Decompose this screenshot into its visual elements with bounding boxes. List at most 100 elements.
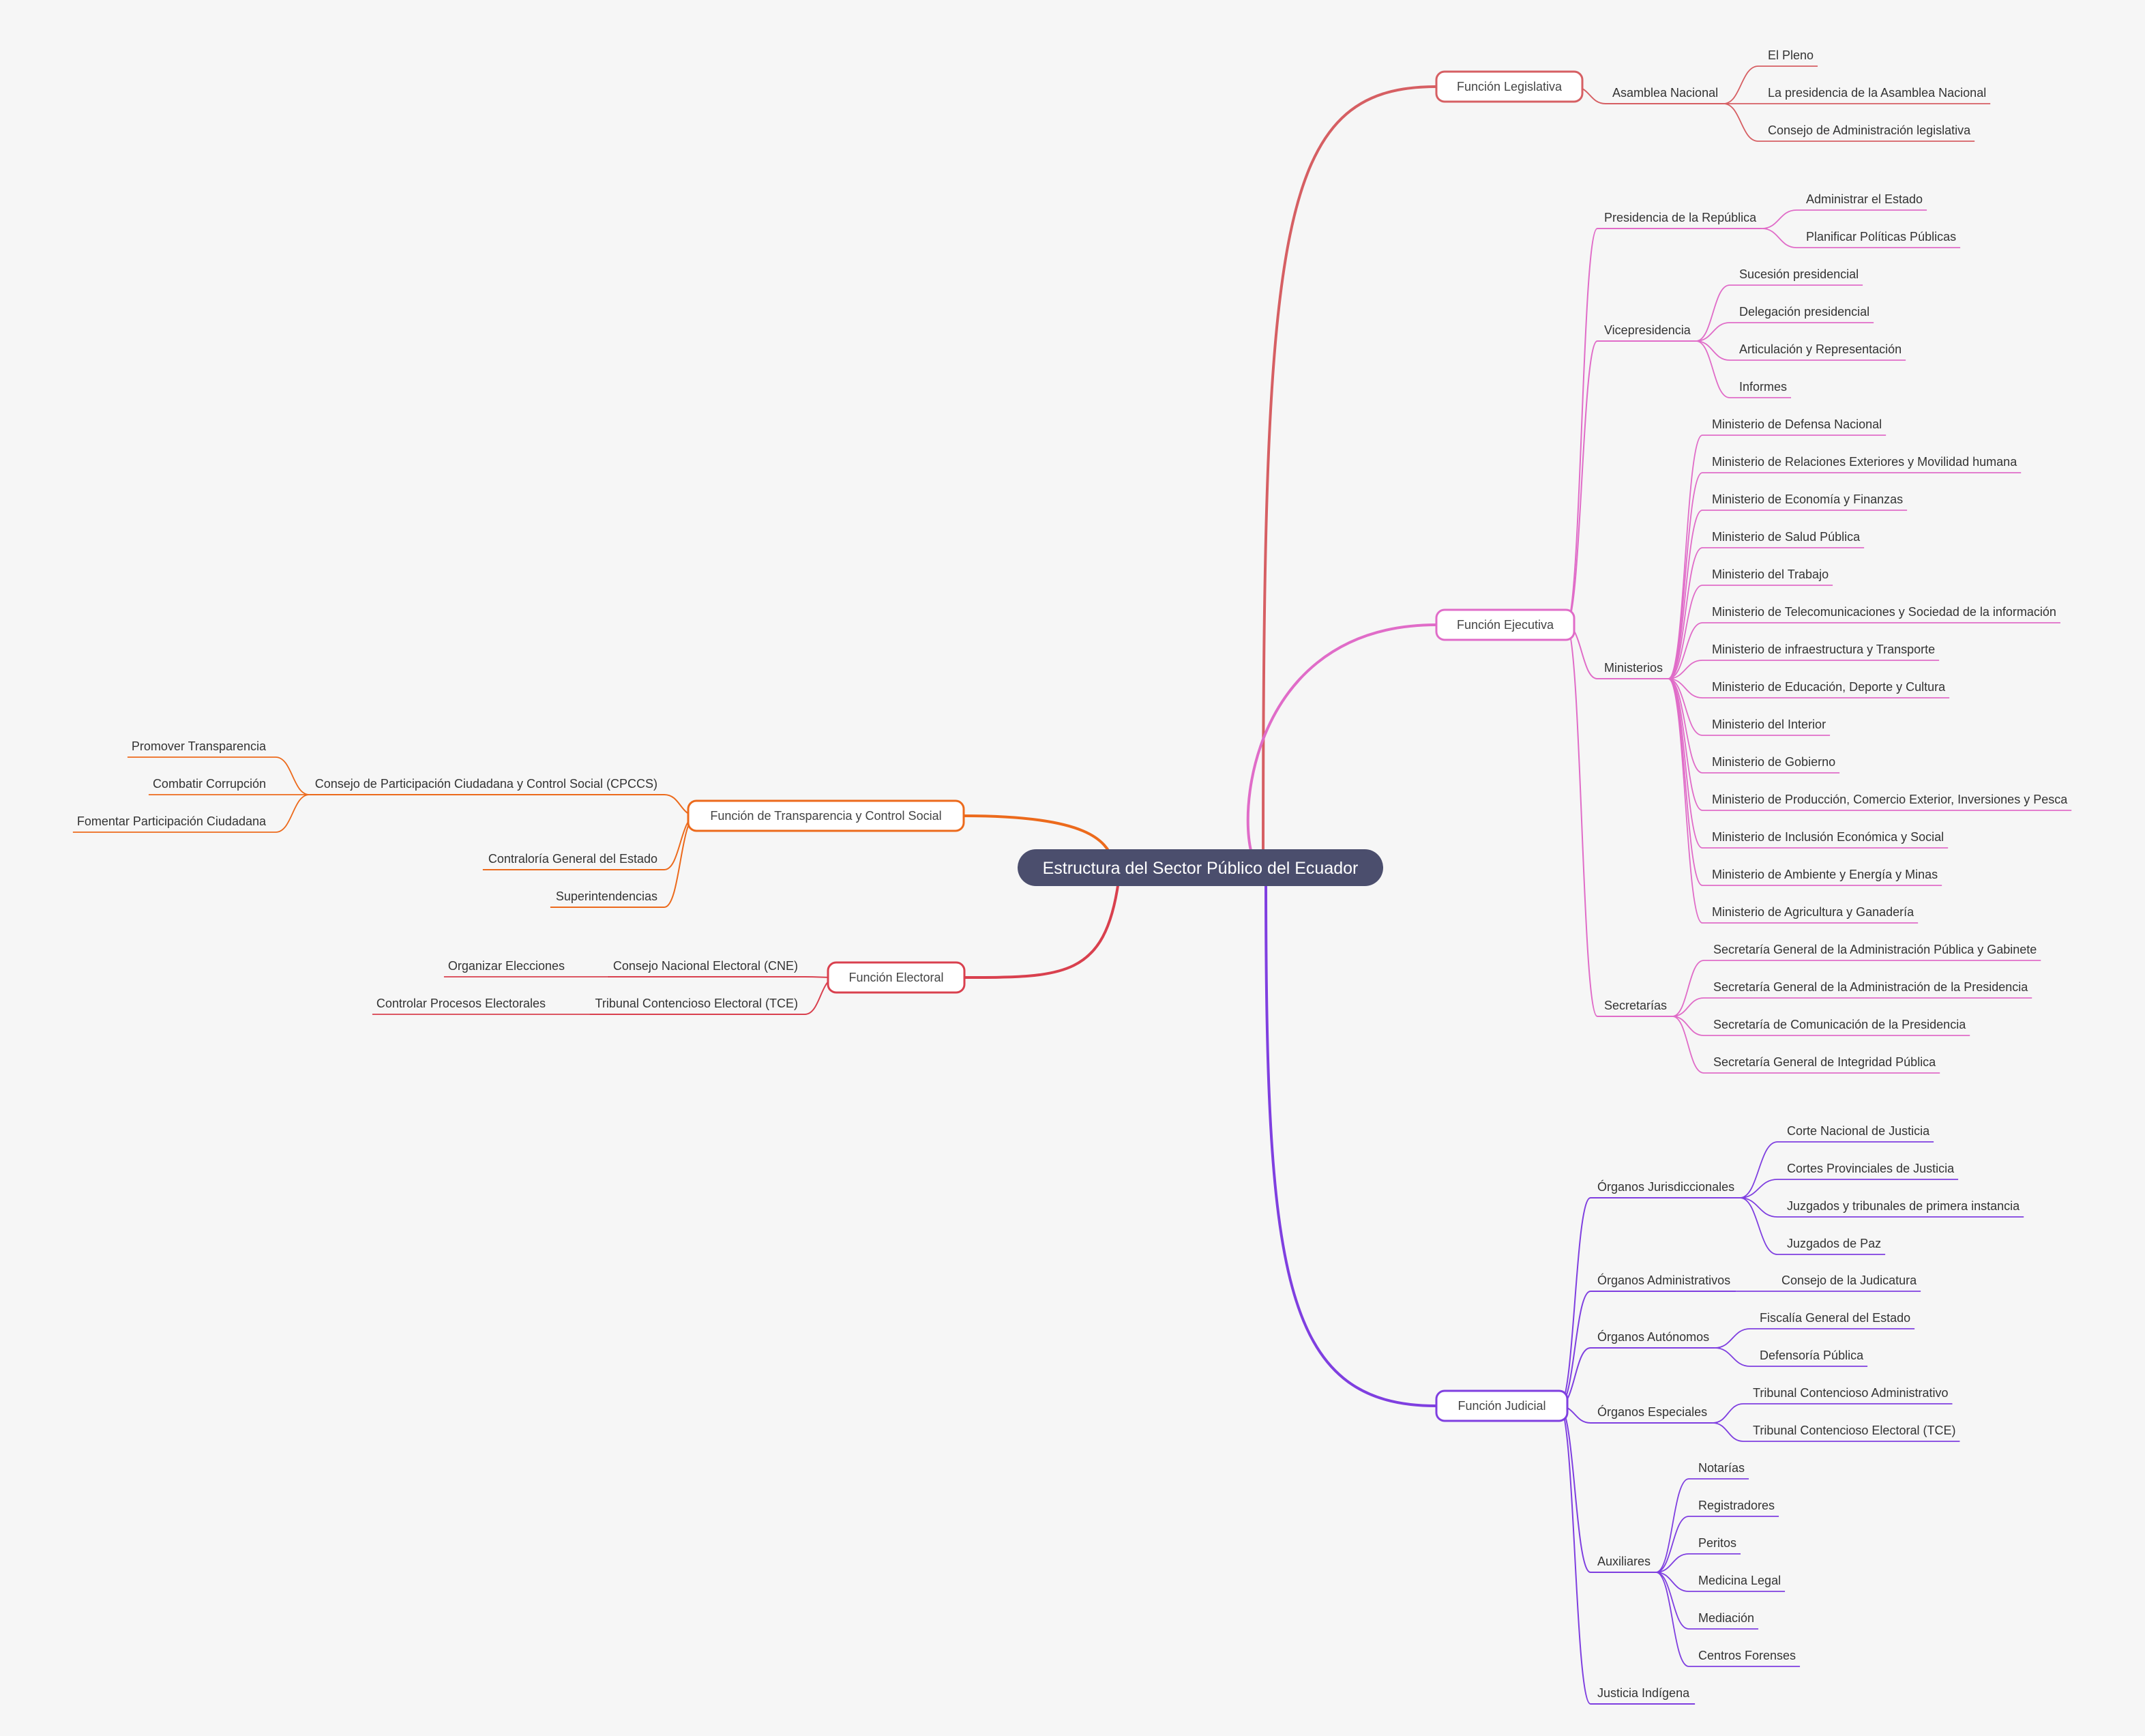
leaf-medicina-legal: Medicina Legal xyxy=(1698,1574,1781,1587)
leaf-consejo-de-la-judicatura: Consejo de la Judicatura xyxy=(1781,1274,1917,1287)
branch-ejecutiva[interactable]: Función Ejecutiva xyxy=(1435,608,1576,641)
node-auxiliares: Auxiliares xyxy=(1597,1555,1651,1568)
root-node[interactable]: Estructura del Sector Público del Ecuado… xyxy=(1018,849,1383,886)
branch-ejecutiva-label: Función Ejecutiva xyxy=(1457,618,1554,632)
leaf-el-pleno: El Pleno xyxy=(1768,48,1814,62)
leaf-secretaria-general-de-integridad-publica: Secretaría General de Integridad Pública xyxy=(1713,1055,1936,1069)
branch-judicial-label: Función Judicial xyxy=(1458,1399,1545,1413)
leaf-administrar-el-estado: Administrar el Estado xyxy=(1806,192,1923,206)
edge-ministerio-de-infraestructura-y-transporte xyxy=(1668,660,1703,679)
edge-ministerio-de-salud-publica xyxy=(1668,547,1703,679)
leaf-mediacion: Mediación xyxy=(1698,1611,1754,1625)
leaf-ministerio-de-produccion-comercio-exterior-inversiones-y-pesca: Ministerio de Producción, Comercio Exter… xyxy=(1712,793,2068,806)
edge-presidencia-de-la-republica xyxy=(1565,228,1598,626)
leaf-tribunal-contencioso-administrativo: Tribunal Contencioso Administrativo xyxy=(1753,1386,1948,1400)
edge-ministerio-de-agricultura-y-ganaderia xyxy=(1668,678,1703,924)
edge-justicia-indigena xyxy=(1558,1405,1591,1705)
leaf-secretaria-general-de-la-administracion-de-la-presidencia: Secretaría General de la Administración … xyxy=(1713,980,2028,994)
edge-promover-transparencia xyxy=(275,756,310,795)
leaf-ministerio-de-gobierno: Ministerio de Gobierno xyxy=(1712,755,1835,769)
branch-electoral[interactable]: Función Electoral xyxy=(827,961,966,994)
edge-el-pleno xyxy=(1723,65,1759,104)
node-ministerios: Ministerios xyxy=(1604,661,1663,675)
edge-ministerio-de-ambiente-y-energia-y-minas xyxy=(1668,678,1703,886)
leaf-peritos: Peritos xyxy=(1698,1536,1736,1550)
leaf-juzgados-de-paz: Juzgados de Paz xyxy=(1787,1237,1881,1250)
edge-tribunal-contencioso-electoral-tce xyxy=(1713,1422,1744,1442)
leaf-organizar-elecciones: Organizar Elecciones xyxy=(448,959,565,973)
edge-root-electoral xyxy=(964,881,1120,979)
leaf-la-presidencia-de-la-asamblea-nacional: La presidencia de la Asamblea Nacional xyxy=(1768,86,1986,100)
leaf-delegacion-presidencial: Delegación presidencial xyxy=(1739,305,1869,319)
leaf-ministerio-de-relaciones-exteriores-y-movilidad-humana: Ministerio de Relaciones Exteriores y Mo… xyxy=(1712,455,2017,469)
edge-planificar-politicas-publicas xyxy=(1762,228,1797,248)
edge-corte-nacional-de-justicia xyxy=(1739,1141,1778,1198)
leaf-registradores: Registradores xyxy=(1698,1499,1775,1512)
branch-electoral-label: Función Electoral xyxy=(848,971,943,984)
edge-tribunal-contencioso-administrativo xyxy=(1713,1403,1744,1424)
edge-juzgados-de-paz xyxy=(1739,1197,1778,1255)
branch-electoral-box xyxy=(827,961,966,994)
edge-peritos xyxy=(1655,1553,1689,1573)
edge-defensoria-publica xyxy=(1715,1347,1751,1367)
branch-legislativa-box xyxy=(1435,70,1584,103)
leaf-ministerio-de-defensa-nacional: Ministerio de Defensa Nacional xyxy=(1712,417,1882,431)
node-asamblea-nacional: Asamblea Nacional xyxy=(1612,86,1718,100)
branch-judicial-box xyxy=(1435,1389,1569,1422)
edge-ministerio-de-economia-y-finanzas xyxy=(1668,510,1703,679)
node-consejo-de-participacion-ciudadana-y-control-social-cpccs: Consejo de Participación Ciudadana y Con… xyxy=(315,777,657,791)
edge-ministerio-del-trabajo xyxy=(1668,585,1703,679)
edge-ministerio-de-produccion-comercio-exterior-inversiones-y-pesca xyxy=(1668,678,1703,811)
edge-centros-forenses xyxy=(1655,1572,1689,1667)
edge-delegacion-presidencial xyxy=(1696,322,1730,342)
leaf-consejo-de-administracion-legislativa: Consejo de Administración legislativa xyxy=(1768,123,1971,137)
edge-secretarias xyxy=(1565,624,1598,1017)
edge-secretaria-general-de-integridad-publica xyxy=(1672,1016,1704,1074)
edge-vicepresidencia xyxy=(1565,340,1598,626)
edge-root-ejecutiva xyxy=(1246,623,1437,869)
edge-ministerio-del-interior xyxy=(1668,678,1703,736)
edge-juzgados-y-tribunales-de-primera-instancia xyxy=(1740,1197,1778,1218)
leaf-notarias: Notarías xyxy=(1698,1461,1745,1475)
leaf-juzgados-y-tribunales-de-primera-instancia: Juzgados y tribunales de primera instanc… xyxy=(1787,1199,2020,1213)
leaf-planificar-politicas-publicas: Planificar Políticas Públicas xyxy=(1806,230,1956,244)
edge-informes xyxy=(1696,340,1730,398)
edge-secretaria-de-comunicacion-de-la-presidencia xyxy=(1672,1016,1704,1036)
edge-ministerio-de-relaciones-exteriores-y-movilidad-humana xyxy=(1668,472,1703,679)
edge-mediacion xyxy=(1655,1572,1689,1630)
leaf-combatir-corrupcion: Combatir Corrupción xyxy=(153,777,266,791)
edge-medicina-legal xyxy=(1655,1572,1689,1592)
edge-ministerio-de-inclusion-economica-y-social xyxy=(1668,678,1703,849)
branch-judicial[interactable]: Función Judicial xyxy=(1435,1389,1569,1422)
leaf-ministerio-de-infraestructura-y-transporte: Ministerio de infraestructura y Transpor… xyxy=(1712,643,1935,656)
node-organos-especiales: Órganos Especiales xyxy=(1597,1404,1707,1419)
edge-ministerio-de-educacion-deporte-y-cultura xyxy=(1668,678,1703,698)
edge-ministerio-de-defensa-nacional xyxy=(1668,435,1703,679)
leaf-articulacion-y-representacion: Articulación y Representación xyxy=(1739,342,1902,356)
leaf-tribunal-contencioso-electoral-tce: Tribunal Contencioso Electoral (TCE) xyxy=(1753,1424,1955,1437)
node-contraloria-general-del-estado: Contraloría General del Estado xyxy=(488,852,657,866)
leaf-ministerio-del-trabajo: Ministerio del Trabajo xyxy=(1712,568,1829,581)
branch-legislativa-label: Función Legislativa xyxy=(1457,80,1563,93)
node-justicia-indigena: Justicia Indígena xyxy=(1597,1686,1690,1700)
branch-transparencia[interactable]: Función de Transparencia y Control Socia… xyxy=(687,799,965,832)
node-organos-autonomos: Órganos Autónomos xyxy=(1597,1329,1709,1344)
node-superintendencias: Superintendencias xyxy=(556,889,657,903)
edge-articulacion-y-representacion xyxy=(1696,340,1730,361)
node-tribunal-contencioso-electoral-tce: Tribunal Contencioso Electoral (TCE) xyxy=(595,997,798,1010)
node-consejo-nacional-electoral-cne: Consejo Nacional Electoral (CNE) xyxy=(613,959,798,973)
leaf-ministerio-de-economia-y-finanzas: Ministerio de Economía y Finanzas xyxy=(1712,492,1903,506)
edge-administrar-el-estado xyxy=(1762,209,1797,229)
edge-fiscalia-general-del-estado xyxy=(1715,1328,1751,1349)
leaf-secretaria-de-comunicacion-de-la-presidencia: Secretaría de Comunicación de la Preside… xyxy=(1713,1018,1966,1031)
leaf-promover-transparencia: Promover Transparencia xyxy=(132,739,267,753)
edge-root-judicial xyxy=(1264,867,1437,1407)
edge-sucesion-presidencial xyxy=(1696,284,1730,342)
leaf-ministerio-de-telecomunicaciones-y-sociedad-de-la-informacion: Ministerio de Telecomunicaciones y Socie… xyxy=(1712,605,2056,619)
node-secretarias: Secretarías xyxy=(1604,999,1667,1012)
branch-ejecutiva-box xyxy=(1435,608,1576,641)
root-node-label: Estructura del Sector Público del Ecuado… xyxy=(1043,859,1359,878)
branch-legislativa[interactable]: Función Legislativa xyxy=(1435,70,1584,103)
edge-notarias xyxy=(1655,1478,1689,1573)
